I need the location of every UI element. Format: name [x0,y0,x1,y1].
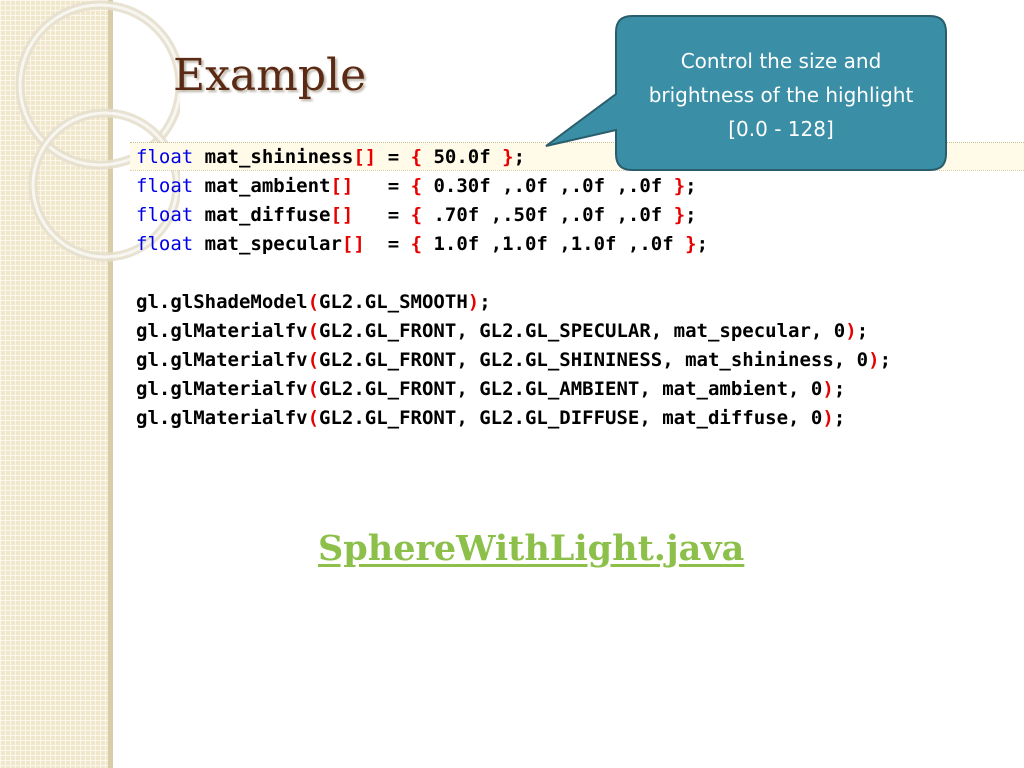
code-text: GL2.GL_FRONT, GL2.GL_DIFFUSE, mat_diffus… [319,407,823,429]
code-bracket: { [410,146,423,168]
code-text: = [376,146,411,168]
code-bracket: ) [845,320,857,342]
code-text: .70f ,.50f ,.0f ,.0f [422,204,674,226]
decorative-rings [15,0,180,262]
callout-line: Control the size and [680,49,882,73]
code-keyword: float [136,233,194,255]
code-text: mat_diffuse [193,204,331,226]
code-text: 50.0f [422,146,503,168]
code-bracket: } [685,233,697,255]
code-text: 1.0f ,1.0f ,1.0f ,.0f [422,233,686,255]
code-text: ; [879,349,892,371]
code-text: gl.glMaterialfv [136,320,308,342]
code-text: ; [685,204,697,226]
code-bracket: } [673,175,686,197]
side-strip-edge [108,0,113,768]
code-bracket: { [410,175,423,197]
code-line: gl.glMaterialfv(GL2.GL_FRONT, GL2.GL_AMB… [136,375,891,404]
code-bracket: } [502,146,514,168]
code-text: mat_shininess [193,146,354,168]
code-bracket: } [673,204,686,226]
code-keyword: float [136,146,194,168]
code-bracket: ) [467,291,480,313]
code-text: ; [513,146,526,168]
code-line: gl.glMaterialfv(GL2.GL_FRONT, GL2.GL_DIF… [136,404,891,433]
code-line: gl.glMaterialfv(GL2.GL_FRONT, GL2.GL_SHI… [136,346,891,375]
callout-line: [0.0 - 128] [728,117,834,141]
code-text: gl.glMaterialfv [136,407,308,429]
code-bracket: [] [330,175,354,197]
code-text: 0.30f ,.0f ,.0f ,.0f [422,175,674,197]
code-line: gl.glMaterialfv(GL2.GL_FRONT, GL2.GL_SPE… [136,317,891,346]
code-text: GL2.GL_SMOOTH [319,291,468,313]
code-bracket: [] [341,233,365,255]
code-bracket: [] [330,204,354,226]
code-text: ; [685,175,697,197]
code-bracket: ( [307,378,320,400]
code-text: gl.glMaterialfv [136,378,308,400]
code-text: = [364,233,411,255]
code-bracket: { [410,233,423,255]
code-bracket: ( [307,320,320,342]
code-keyword: float [136,175,194,197]
code-text: = [353,175,411,197]
code-text: gl.glShadeModel [136,291,308,313]
code-text: mat_specular [193,233,342,255]
code-text: ; [833,378,846,400]
code-keyword: float [136,204,194,226]
code-bracket: ) [868,349,880,371]
code-text: = [353,204,411,226]
code-bracket: [] [353,146,377,168]
callout-line: brightness of the highlight [648,83,914,107]
callout-bubble [545,15,947,171]
code-text: ; [833,407,846,429]
code-line: float mat_diffuse[] = { .70f ,.50f ,.0f … [136,201,891,230]
code-text: GL2.GL_FRONT, GL2.GL_SHININESS, mat_shin… [319,349,869,371]
code-block: float mat_shininess[] = { 50.0f };float … [136,143,891,433]
code-bracket: { [410,204,423,226]
code-text: ; [856,320,869,342]
slide-title: Example [173,50,367,101]
code-bracket: ( [307,349,320,371]
code-bracket: ( [307,291,320,313]
callout-text: Control the size and brightness of the h… [618,44,944,146]
code-text: ; [696,233,709,255]
code-line: float mat_specular[] = { 1.0f ,1.0f ,1.0… [136,230,891,259]
source-file-link[interactable]: SphereWithLight.java [318,528,745,569]
code-line: float mat_shininess[] = { 50.0f }; [136,143,891,172]
guide-line-top [130,142,1024,143]
code-text: GL2.GL_FRONT, GL2.GL_SPECULAR, mat_specu… [319,320,846,342]
code-line: gl.glShadeModel(GL2.GL_SMOOTH); [136,288,891,317]
code-text: GL2.GL_FRONT, GL2.GL_AMBIENT, mat_ambien… [319,378,823,400]
code-text: ; [479,291,491,313]
code-text: gl.glMaterialfv [136,349,308,371]
code-line: ​ [136,259,891,288]
code-bracket: ( [307,407,320,429]
guide-line-bottom [130,170,1024,171]
code-line: float mat_ambient[] = { 0.30f ,.0f ,.0f … [136,172,891,201]
code-text: mat_ambient [193,175,331,197]
code-bracket: ) [822,407,834,429]
code-bracket: ) [822,378,834,400]
